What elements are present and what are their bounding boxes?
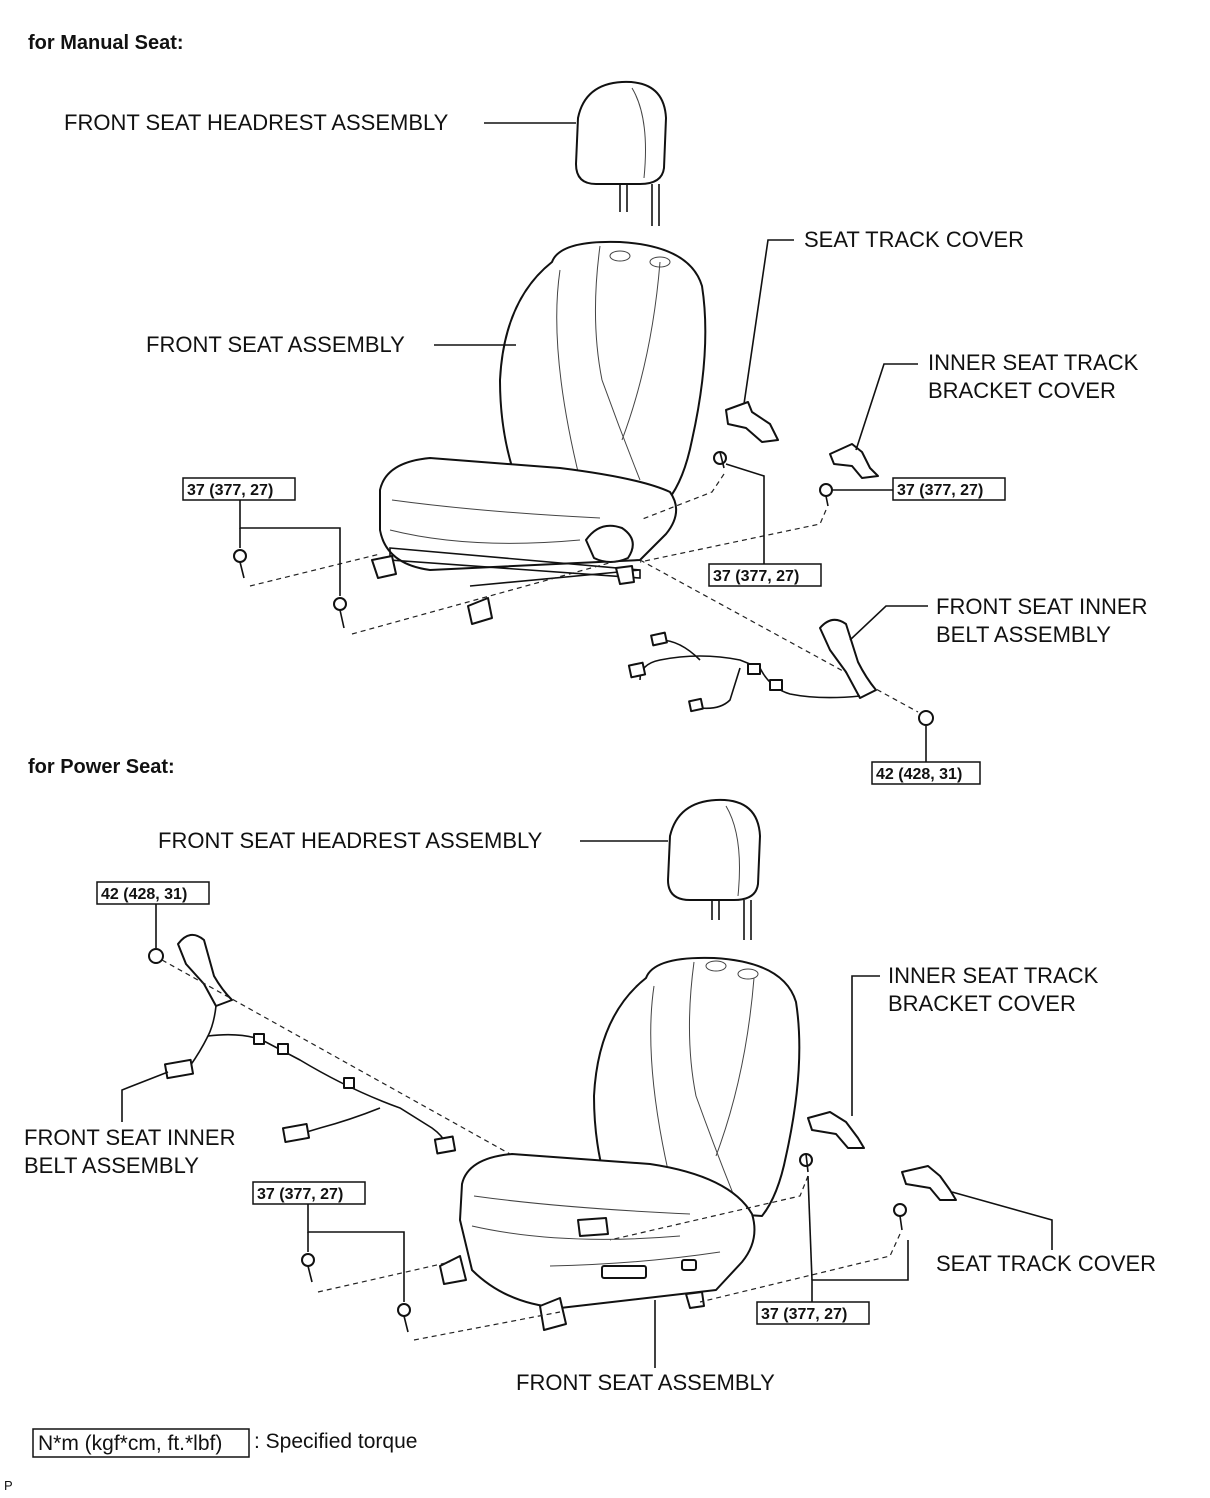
- manual-belt-drawing: [627, 618, 934, 726]
- manual-bracket-cover-label-2: BRACKET COVER: [928, 378, 1116, 403]
- power-bolts: [301, 1153, 907, 1333]
- manual-track-cover-label: SEAT TRACK COVER: [804, 227, 1024, 252]
- manual-belt-leader: [849, 605, 928, 641]
- manual-headrest-drawing: [575, 80, 667, 226]
- power-belt-label-1: FRONT SEAT INNER: [24, 1125, 235, 1150]
- manual-torque-inner-text: 37 (377, 27): [897, 482, 983, 499]
- power-bracket-cover-label-2: BRACKET COVER: [888, 991, 1076, 1016]
- manual-belt-label-2: BELT ASSEMBLY: [936, 622, 1111, 647]
- manual-torque-front-text: 37 (377, 27): [713, 568, 799, 585]
- legend-unit-box-text: N*m (kgf*cm, ft.*lbf): [38, 1432, 222, 1455]
- power-track-cover-leader: [951, 1191, 1053, 1250]
- manual-bracket-cover-leader: [855, 363, 918, 451]
- power-headrest-drawing: [667, 798, 761, 940]
- power-belt-label-2: BELT ASSEMBLY: [24, 1153, 199, 1178]
- power-bracket-cover-leader: [851, 975, 880, 1116]
- manual-belt-label-1: FRONT SEAT INNER: [936, 594, 1147, 619]
- manual-section-title: for Manual Seat:: [28, 32, 184, 54]
- power-section-title: for Power Seat:: [28, 756, 175, 778]
- manual-torque-belt-nut-text: 42 (428, 31): [876, 766, 962, 783]
- torque-legend: N*m (kgf*cm, ft.*lbf) : Specified torque: [32, 1428, 417, 1458]
- power-alignment-lines: [161, 959, 901, 1341]
- power-belt-leader: [121, 1071, 169, 1122]
- manual-torque-front: 37 (377, 27): [708, 463, 822, 587]
- manual-seat-drawing: [371, 240, 707, 625]
- power-bracket-cover-label-1: INNER SEAT TRACK: [888, 963, 1099, 988]
- power-torque-front: 37 (377, 27): [756, 1175, 909, 1325]
- power-torque-belt-nut-text: 42 (428, 31): [101, 886, 187, 903]
- manual-track-cover-leader: [743, 239, 794, 405]
- manual-torque-rear-text: 37 (377, 27): [187, 482, 273, 499]
- power-track-cover-label: SEAT TRACK COVER: [936, 1251, 1156, 1276]
- power-torque-belt-nut: 42 (428, 31): [96, 881, 210, 948]
- power-torque-rear-text: 37 (377, 27): [257, 1186, 343, 1203]
- power-torque-front-text: 37 (377, 27): [761, 1306, 847, 1323]
- manual-bracket-cover-drawing: [829, 443, 879, 479]
- manual-seat-label: FRONT SEAT ASSEMBLY: [146, 332, 405, 357]
- corner-mark: P: [4, 1478, 13, 1493]
- power-torque-rear: 37 (377, 27): [252, 1181, 405, 1302]
- legend-description: : Specified torque: [254, 1430, 417, 1453]
- power-headrest-label: FRONT SEAT HEADREST ASSEMBLY: [158, 828, 543, 853]
- manual-track-cover-drawing: [725, 401, 779, 443]
- manual-torque-inner: 37 (377, 27): [832, 477, 1006, 501]
- power-seat-label: FRONT SEAT ASSEMBLY: [516, 1370, 775, 1395]
- power-belt-drawing: [148, 933, 457, 1155]
- manual-bracket-cover-label-1: INNER SEAT TRACK: [928, 350, 1139, 375]
- manual-torque-belt-nut: 42 (428, 31): [871, 726, 981, 785]
- power-bracket-cover-drawing: [807, 1111, 865, 1149]
- power-seat-drawing: [439, 956, 801, 1331]
- manual-headrest-label: FRONT SEAT HEADREST ASSEMBLY: [64, 110, 449, 135]
- power-track-cover-drawing: [901, 1165, 957, 1201]
- manual-torque-rear: 37 (377, 27): [182, 477, 341, 596]
